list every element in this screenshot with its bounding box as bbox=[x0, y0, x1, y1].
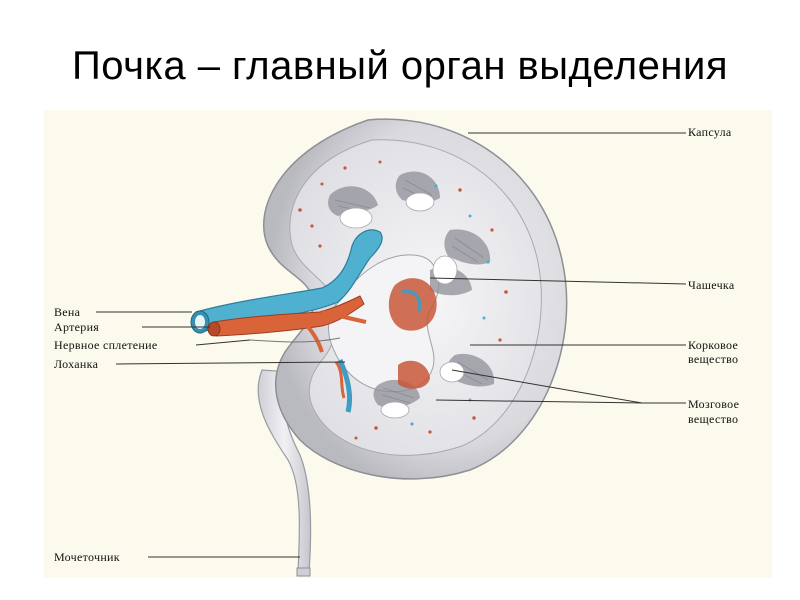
slide-title: Почка – главный орган выделения bbox=[72, 44, 728, 88]
cortex-label-line2: вещество bbox=[688, 352, 739, 366]
calyx-label: Чашечка bbox=[688, 278, 735, 292]
medulla-label-line1: Мозговое bbox=[688, 397, 740, 411]
nerve-plexus-label: Нервное сплетение bbox=[54, 338, 158, 352]
ureter-label: Мочеточник bbox=[54, 550, 120, 564]
capsule-label: Капсула bbox=[688, 125, 732, 139]
pelvis-label: Лоханка bbox=[54, 357, 99, 371]
vein-label: Вена bbox=[54, 305, 81, 319]
medulla-label-line2: вещество bbox=[688, 412, 739, 426]
kidney-diagram: Капсула Чашечка Корковое вещество Мозгов… bbox=[44, 110, 772, 578]
renal-artery bbox=[213, 295, 365, 337]
renal-vein bbox=[195, 229, 383, 333]
artery-label: Артерия bbox=[54, 320, 100, 334]
sinus-vessels bbox=[334, 278, 437, 413]
cortex-label-line1: Корковое bbox=[688, 338, 739, 352]
kidney-illustration bbox=[96, 118, 687, 577]
